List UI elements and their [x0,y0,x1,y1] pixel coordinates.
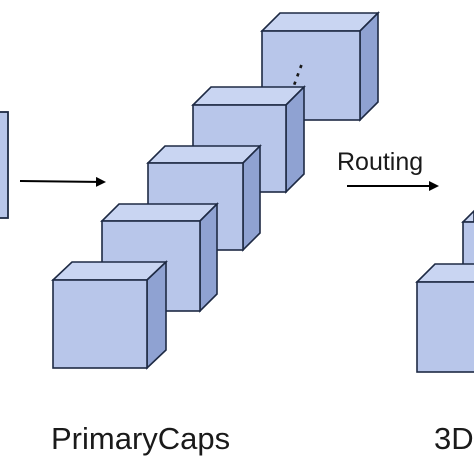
routing-label: Routing [337,148,423,176]
primarycaps-stack [50,11,380,370]
output-cube-front [415,263,474,373]
input-block [0,111,9,219]
capsule-cube-1 [50,260,169,370]
input-arrow [19,176,106,187]
output-caps-stack [415,209,474,373]
primarycaps-label: PrimaryCaps [51,421,230,456]
output-caption-partial: 3D [434,421,474,456]
